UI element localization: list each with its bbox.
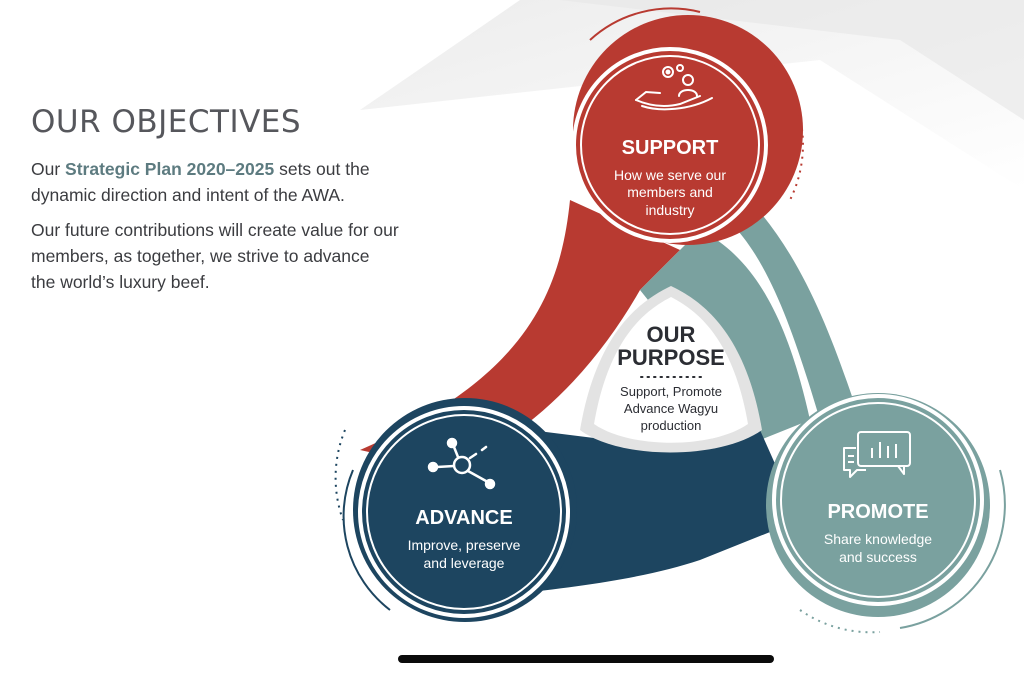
page-title: OUR OBJECTIVES — [31, 104, 302, 140]
advance-orbit-arc — [342, 469, 391, 611]
advance-circle: ADVANCE Improve, preserve and leverage — [358, 406, 570, 618]
promote-circle: PROMOTE Share knowledge and success — [772, 394, 984, 606]
promote-title: PROMOTE — [827, 501, 928, 523]
chat-bubbles-with-chart-icon — [843, 431, 911, 478]
support-ribbon — [360, 200, 680, 470]
purpose-shield: OUR PURPOSE Support, Promote Advance Wag… — [580, 286, 762, 453]
support-orbit-arc-2 — [589, 7, 701, 41]
purpose-desc-1: Support, Promote — [620, 384, 722, 399]
support-desc-3: industry — [645, 202, 694, 218]
home-indicator-bar[interactable] — [398, 655, 774, 663]
support-title: SUPPORT — [622, 137, 719, 159]
strategic-plan-highlight: Strategic Plan 2020–2025 — [65, 159, 275, 179]
hand-with-person-and-gears-icon — [635, 64, 713, 111]
intro-paragraph-1: Our Strategic Plan 2020–2025 sets out th… — [31, 159, 370, 205]
intro-paragraph-2: Our future contributions will create val… — [31, 220, 399, 292]
objectives-intro: OUR OBJECTIVES Our Strategic Plan 2020–2… — [31, 104, 431, 304]
support-circle: SUPPORT How we serve our members and ind… — [572, 47, 768, 243]
purpose-desc-3: production — [641, 418, 702, 433]
promote-desc-2: and success — [839, 549, 917, 565]
advance-desc-1: Improve, preserve — [408, 537, 521, 553]
promote-ribbon — [700, 190, 860, 420]
advance-desc-2: and leverage — [424, 555, 505, 571]
network-nodes-icon — [427, 437, 496, 490]
promote-orbit-arc — [899, 469, 1006, 629]
purpose-title-2: PURPOSE — [617, 345, 725, 370]
promote-desc-1: Share knowledge — [824, 531, 932, 547]
advance-title: ADVANCE — [415, 507, 512, 529]
purpose-title-1: OUR — [647, 322, 696, 347]
purpose-desc-2: Advance Wagyu — [624, 401, 718, 416]
support-desc-2: members and — [627, 184, 713, 200]
support-desc-1: How we serve our — [614, 167, 726, 183]
promote-orbit-arc-2 — [799, 609, 881, 634]
